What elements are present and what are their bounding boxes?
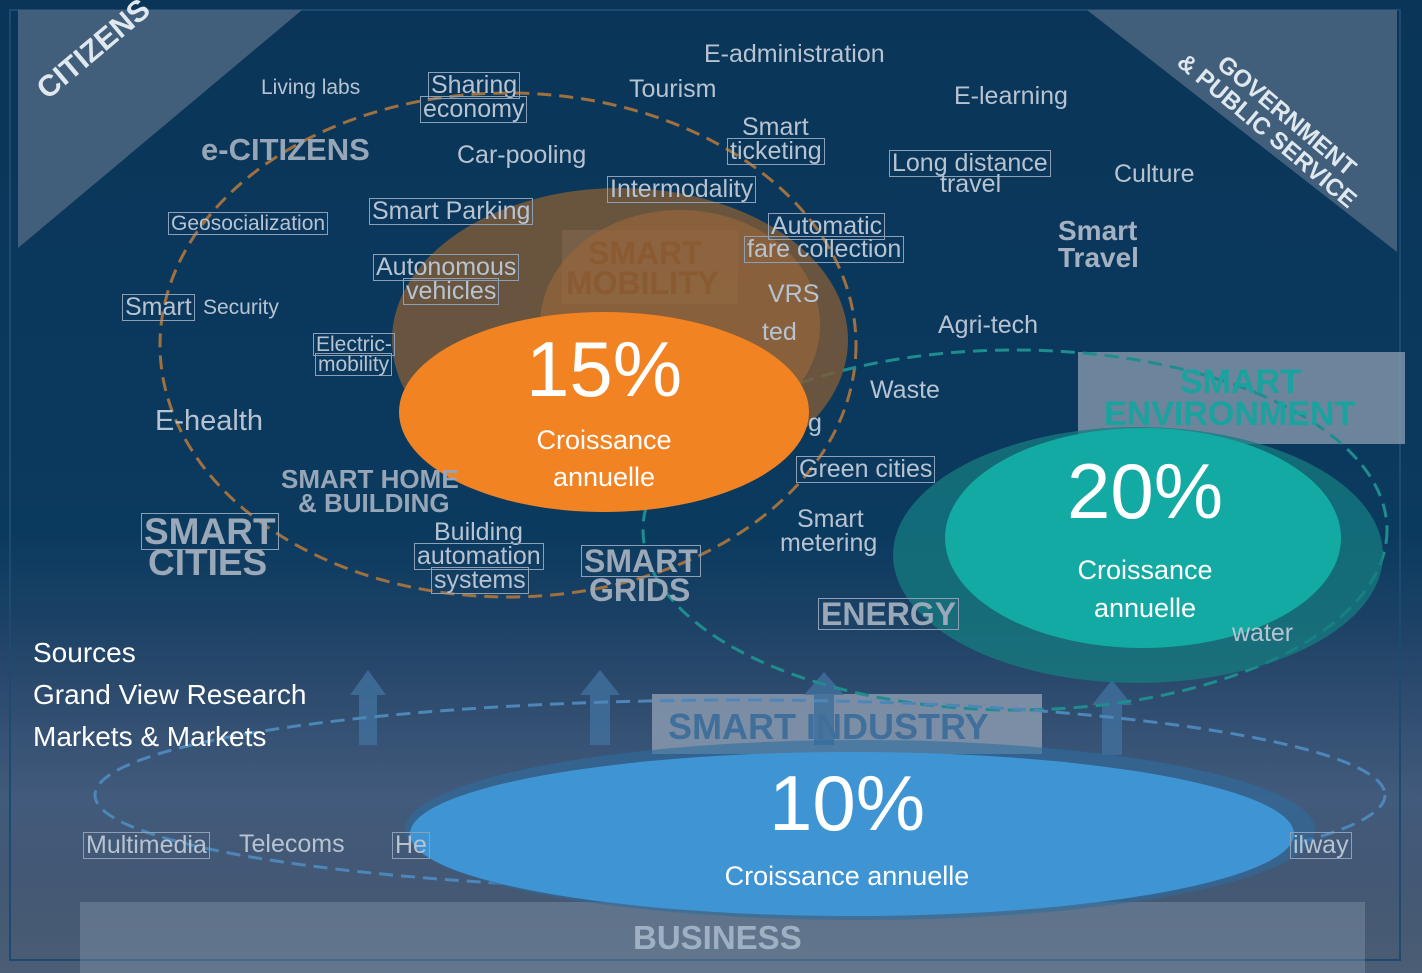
label-smart-travel-1: Smart: [1058, 215, 1138, 246]
label-e-administration: E-administration: [704, 40, 885, 68]
growth-environment-label-1: Croissance: [1077, 555, 1213, 585]
label-green-cities: Green cities: [796, 456, 936, 483]
label-he-partial: He: [392, 832, 430, 859]
label-smart-cities-1: SMART: [141, 513, 279, 551]
label-intermodality: Intermodality: [607, 176, 757, 203]
label-sharing-1: Sharing: [428, 72, 521, 99]
label-e-citizens: e-CITIZENS: [201, 132, 370, 167]
label-sharing-2: economy: [420, 96, 528, 123]
label-culture: Culture: [1114, 160, 1195, 188]
growth-industry-value: 10%: [768, 759, 926, 847]
label-smart-metering-2: metering: [780, 529, 878, 557]
cluster-smart-environment-1: SMART: [1180, 363, 1301, 401]
smart-cities-dashed-ellipse: [158, 91, 858, 599]
label-smart-metering-1: Smart: [797, 505, 864, 533]
cluster-smart-mobility-1: SMART: [588, 235, 702, 271]
citizens-corner: [18, 10, 302, 248]
label-smart-cities-2: CITIES: [148, 542, 268, 583]
industry-growth-ellipse: [410, 752, 1294, 916]
label-telecoms: Telecoms: [239, 830, 345, 858]
label-car-pooling: Car-pooling: [457, 141, 587, 169]
environment-growth-ellipse: [945, 428, 1341, 648]
label-smart-travel-2: Travel: [1058, 242, 1139, 273]
label-tourism: Tourism: [629, 75, 717, 103]
label-living-labs: Living labs: [261, 76, 361, 99]
growth-environment-label-2: annuelle: [1093, 593, 1197, 623]
cluster-smart-environment-2: ENVIRONMENT: [1104, 395, 1356, 433]
label-electric-2: mobility: [315, 353, 393, 376]
label-geosocialization: Geosocialization: [168, 212, 329, 235]
label-smart-security-a: Smart: [122, 294, 195, 321]
label-vrs: VRS: [768, 280, 820, 308]
label-water-partial: water: [1232, 619, 1294, 647]
label-multimedia: Multimedia: [83, 832, 210, 859]
label-g-partial: g: [808, 409, 822, 437]
label-connected-partial: ted: [762, 318, 797, 346]
growth-mobility-label-2: annuelle: [552, 462, 656, 492]
label-autonomous-1: Autonomous: [373, 254, 520, 281]
mobility-growth-ellipse: [399, 312, 809, 512]
label-energy: ENERGY: [818, 598, 960, 631]
label-smart-ticketing-1: Smart: [742, 113, 809, 141]
label-smart-ticketing-2: ticketing: [727, 138, 825, 165]
label-building-3: systems: [431, 567, 529, 594]
label-automatic-2: fare collection: [744, 236, 905, 263]
label-smart-parking: Smart Parking: [369, 198, 534, 225]
label-waste: Waste: [870, 376, 940, 404]
label-autonomous-2: vehicles: [403, 278, 500, 305]
label-building-1: Building: [434, 518, 523, 546]
growth-environment-value: 20%: [1066, 447, 1224, 535]
label-long-distance-1: Long distance: [889, 150, 1051, 177]
source-grand-view-research: Grand View Research: [33, 679, 307, 710]
sources-heading: Sources: [33, 637, 136, 668]
label-business: BUSINESS: [633, 919, 802, 956]
label-electric-1: Electric-: [313, 333, 395, 356]
label-automatic-1: Automatic: [768, 213, 886, 240]
label-railway-partial: ilway: [1290, 832, 1352, 859]
cluster-smart-mobility-2: MOBILITY: [566, 265, 719, 301]
label-smart-industry: SMART INDUSTRY: [668, 706, 989, 747]
sources-block: Sources Grand View Research Markets & Ma…: [33, 632, 306, 758]
label-e-learning: E-learning: [954, 82, 1068, 110]
label-e-health: E-health: [155, 405, 264, 437]
label-smart-grids-2: GRIDS: [589, 572, 691, 608]
label-smart-grids-1: SMART: [581, 545, 701, 578]
growth-mobility-label-1: Croissance: [536, 425, 672, 455]
label-agri-tech: Agri-tech: [938, 311, 1039, 339]
government-corner: [1087, 10, 1397, 252]
label-long-distance-2: travel: [940, 170, 1002, 198]
frame: [9, 9, 1401, 961]
label-smart-home-2: & BUILDING: [298, 488, 450, 518]
label-smart-security-b: Security: [203, 296, 279, 319]
source-markets-and-markets: Markets & Markets: [33, 721, 267, 752]
growth-mobility-value: 15%: [525, 325, 683, 413]
label-building-2: automation: [414, 543, 544, 570]
label-smart-home-1: SMART HOME: [281, 464, 459, 494]
growth-industry-label: Croissance annuelle: [724, 861, 970, 891]
